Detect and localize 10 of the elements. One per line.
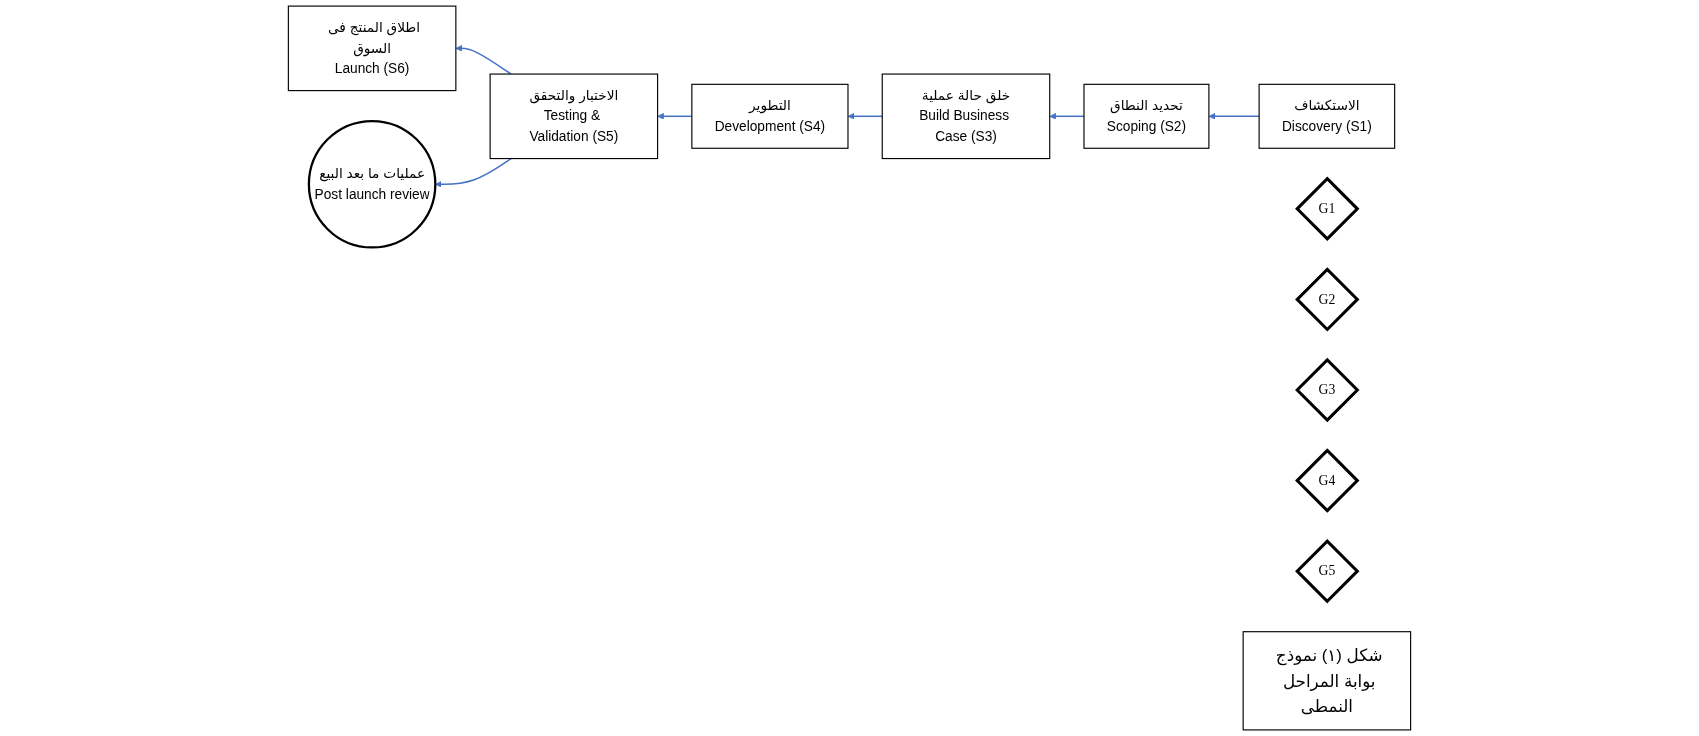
node-diamond: G1	[1295, 176, 1360, 242]
arrow	[1208, 112, 1260, 120]
node-diamond: G2	[1295, 267, 1360, 332]
node-diamond: G5	[1295, 538, 1360, 604]
arrow	[847, 112, 883, 120]
node-diamond: G3	[1295, 357, 1360, 423]
node-box: شكل (١) نموذج بوابة المراحل النمطى	[1242, 631, 1412, 731]
arrow	[435, 157, 512, 188]
node-diamond: G4	[1295, 448, 1360, 513]
arrow	[455, 45, 512, 75]
